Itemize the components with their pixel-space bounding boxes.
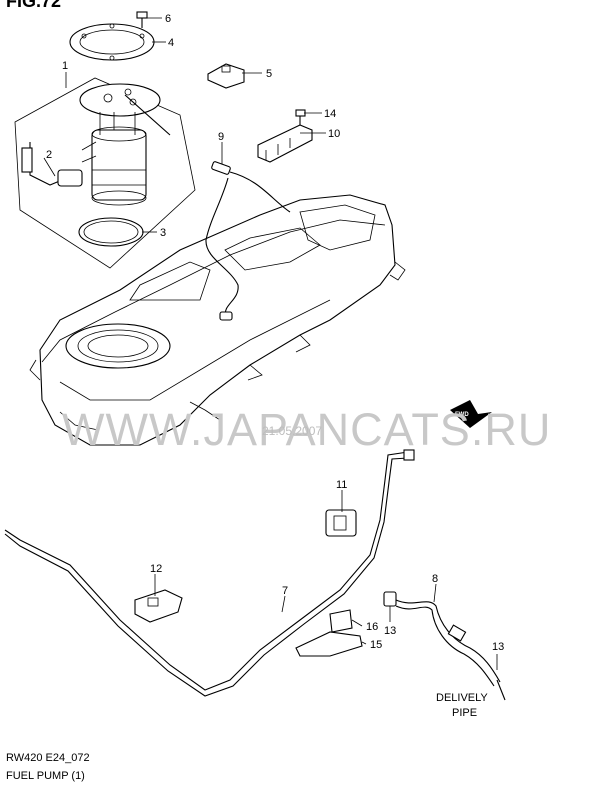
bolt-14 xyxy=(295,109,306,126)
delivery-label-line2: PIPE xyxy=(452,707,478,719)
watermark-date: 21.05.2007 xyxy=(262,424,323,438)
callout-11: 11 xyxy=(336,479,347,491)
callout-6: 6 xyxy=(165,13,171,25)
callout-8: 8 xyxy=(432,573,438,585)
leader-lines xyxy=(43,17,498,670)
callout-5: 5 xyxy=(266,68,272,80)
feed-hose xyxy=(205,161,291,321)
callout-13-b: 13 xyxy=(492,641,504,653)
callout-13: 13 xyxy=(384,625,396,637)
clip-11 xyxy=(325,509,357,537)
callout-3: 3 xyxy=(160,227,166,239)
fwd-arrow: FWD xyxy=(450,400,492,428)
fwd-label: FWD xyxy=(455,412,469,418)
lock-ring xyxy=(69,23,155,61)
fuel-pipe-7 xyxy=(4,449,415,697)
callout-7: 7 xyxy=(282,585,288,597)
fuel-pump-assembly xyxy=(14,77,196,269)
callout-16: 16 xyxy=(366,621,378,633)
callout-14: 14 xyxy=(324,108,336,120)
clamp-10 xyxy=(257,124,313,163)
pump-gasket xyxy=(78,217,144,247)
watermark: WWW.JAPANCATS.RU xyxy=(62,404,552,455)
callouts: 1 2 3 4 5 6 7 8 9 10 11 12 13 13 14 15 1… xyxy=(46,13,504,653)
clip-12 xyxy=(134,589,183,623)
drawing-code: RW420 E24_072 xyxy=(6,752,90,764)
callout-10: 10 xyxy=(328,128,340,140)
bolt-6 xyxy=(136,11,148,28)
figure-caption: FUEL PUMP (1) xyxy=(6,770,85,782)
callout-9: 9 xyxy=(218,131,224,143)
callout-12: 12 xyxy=(150,563,162,575)
callout-1: 1 xyxy=(62,60,68,72)
delivery-hose-8 xyxy=(383,591,506,701)
bracket-5 xyxy=(207,63,245,89)
delivery-label-line1: DELIVELY xyxy=(436,692,488,704)
callout-4: 4 xyxy=(168,37,174,49)
figure-title: FIG.72 xyxy=(6,0,62,11)
callout-15: 15 xyxy=(370,639,382,651)
fuel-level-sender xyxy=(21,142,83,187)
fuel-tank xyxy=(29,194,406,446)
bracket-15-16 xyxy=(295,609,363,657)
callout-2: 2 xyxy=(46,149,52,161)
